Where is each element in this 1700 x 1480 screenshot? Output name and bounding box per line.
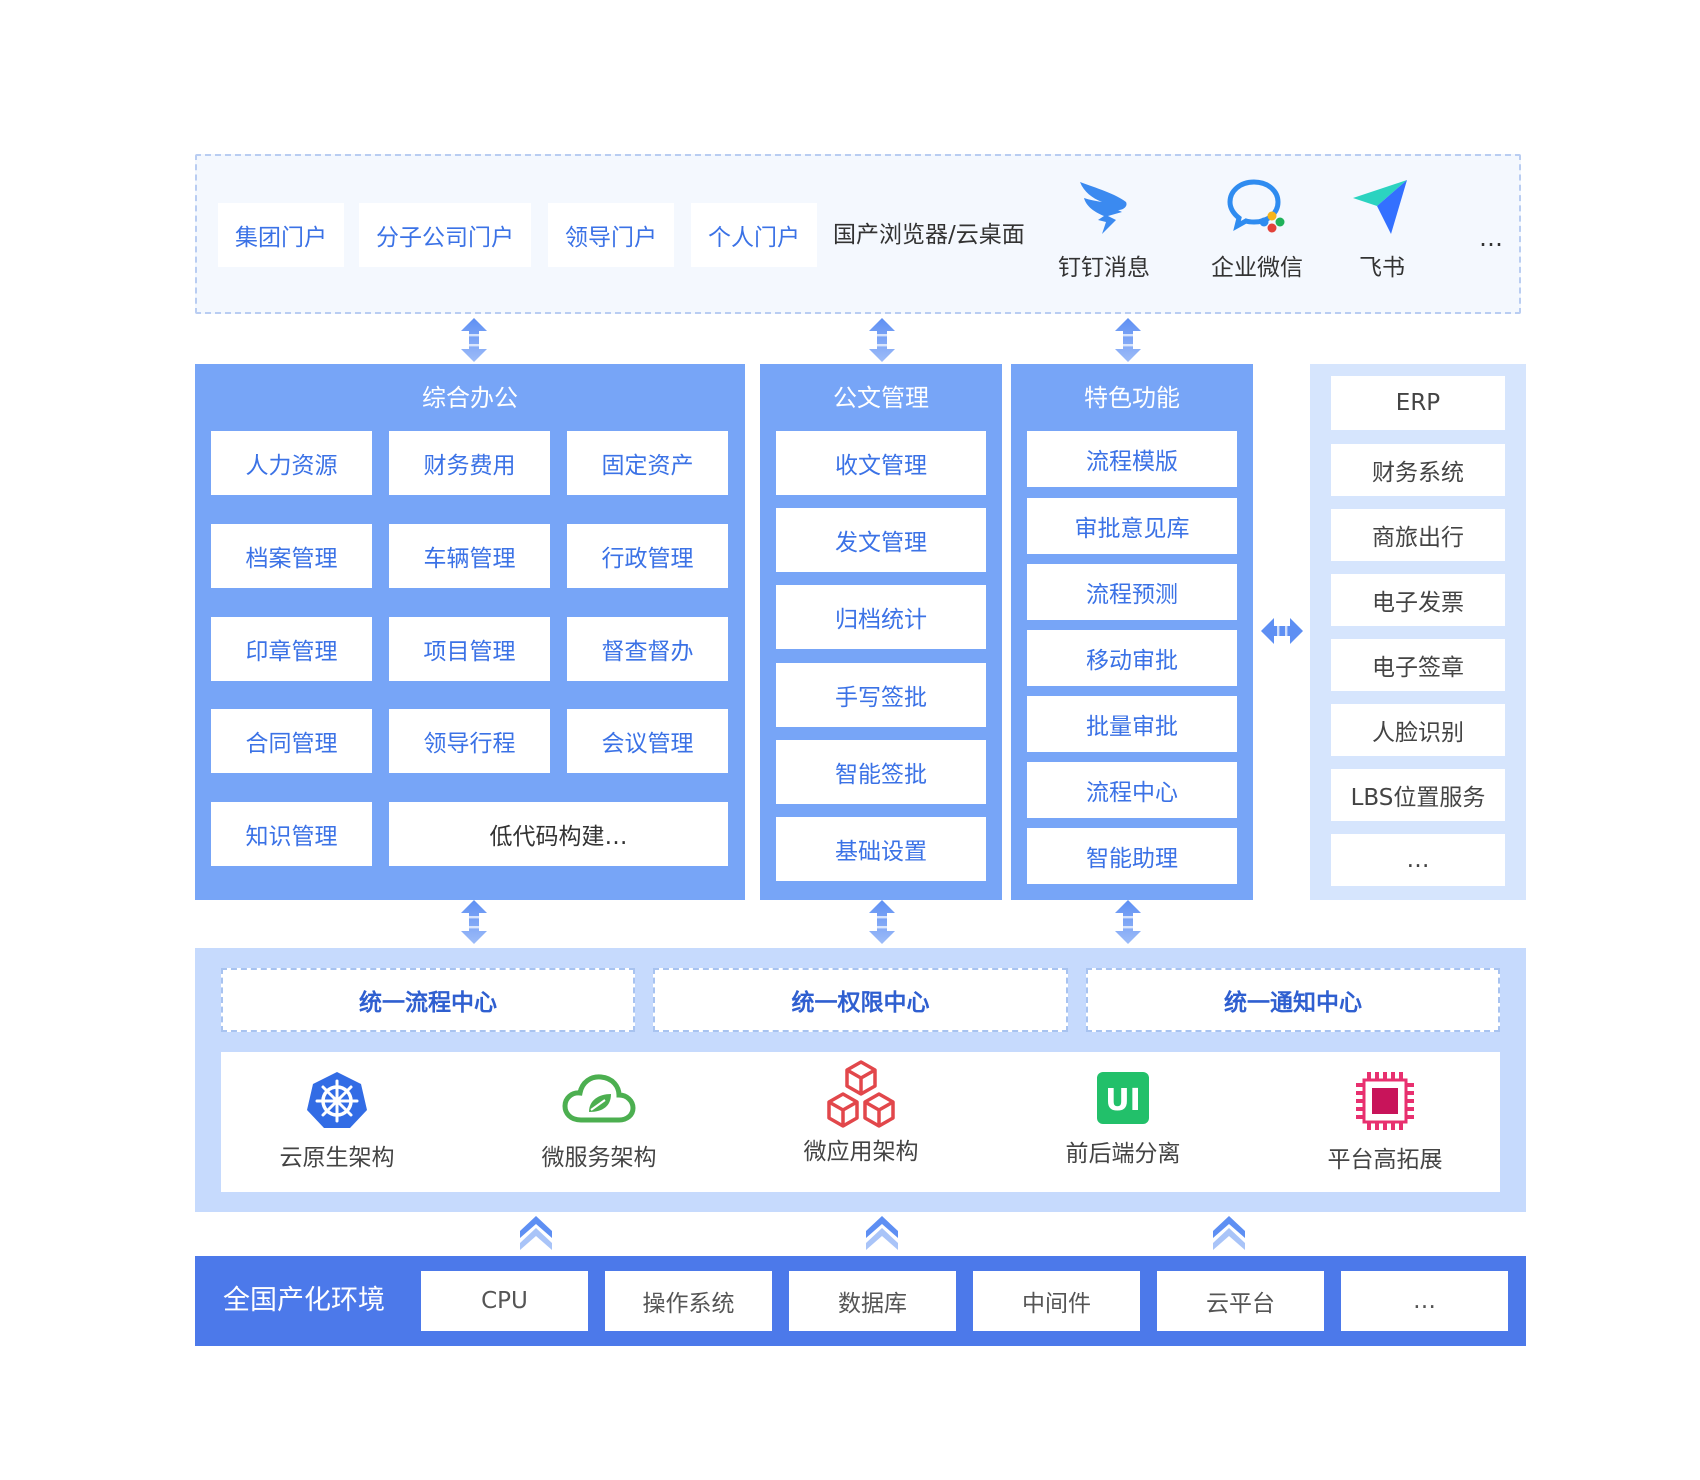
feishu-icon <box>1353 180 1407 234</box>
cubes-icon <box>827 1060 895 1128</box>
environment-bar: 全国产化环境 CPU 操作系统 数据库 中间件 云平台 … <box>195 1256 1526 1346</box>
arch-frontend-backend: UI 前后端分离 <box>1023 1070 1223 1168</box>
horizontal-double-arrow-icon <box>1261 618 1303 644</box>
arch-label: 前后端分离 <box>1065 1141 1181 1167</box>
office-item[interactable]: 车辆管理 <box>389 524 550 588</box>
office-item[interactable]: 会议管理 <box>567 709 728 773</box>
wecom-icon <box>1227 179 1285 233</box>
office-item[interactable]: 档案管理 <box>211 524 372 588</box>
arch-microfrontend: 微应用架构 <box>761 1058 961 1166</box>
features-item[interactable]: 流程模版 <box>1027 431 1237 487</box>
office-item[interactable]: 合同管理 <box>211 709 372 773</box>
up-chevron-icon <box>1213 1216 1245 1250</box>
portal-subsidiary[interactable]: 分子公司门户 <box>359 203 531 267</box>
features-item[interactable]: 流程中心 <box>1027 762 1237 818</box>
docs-item[interactable]: 基础设置 <box>776 817 986 881</box>
architecture-strip: 云原生架构 微服务架构 微应用架构 <box>221 1052 1500 1192</box>
arch-extensible: 平台高拓展 <box>1285 1070 1485 1174</box>
office-item[interactable]: 印章管理 <box>211 617 372 681</box>
arch-label: 云原生架构 <box>279 1145 395 1171</box>
app-wecom[interactable]: 企业微信 <box>1187 176 1327 282</box>
integration-item[interactable]: LBS位置服务 <box>1331 769 1505 821</box>
double-arrow-icon <box>460 318 488 362</box>
features-item[interactable]: 流程预测 <box>1027 564 1237 620</box>
features-panel: 特色功能 流程模版 审批意见库 流程预测 移动审批 批量审批 流程中心 智能助理 <box>1011 364 1253 900</box>
double-arrow-icon <box>1114 900 1142 944</box>
app-label: 企业微信 <box>1211 255 1303 281</box>
docs-item[interactable]: 发文管理 <box>776 508 986 572</box>
arch-cloud-native: 云原生架构 <box>237 1070 437 1172</box>
office-panel: 综合办公 人力资源 财务费用 固定资产 档案管理 车辆管理 行政管理 印章管理 … <box>195 364 745 900</box>
office-item[interactable]: 财务费用 <box>389 431 550 495</box>
double-arrow-icon <box>1114 318 1142 362</box>
features-item[interactable]: 审批意见库 <box>1027 498 1237 554</box>
docs-panel: 公文管理 收文管理 发文管理 归档统计 手写签批 智能签批 基础设置 <box>760 364 1002 900</box>
chip-icon <box>1356 1072 1414 1130</box>
office-item[interactable]: 知识管理 <box>211 802 372 866</box>
features-item[interactable]: 移动审批 <box>1027 630 1237 686</box>
cloud-leaf-icon <box>562 1074 636 1123</box>
up-chevron-icon <box>520 1216 552 1250</box>
env-item[interactable]: 操作系统 <box>605 1271 772 1331</box>
integration-item[interactable]: 电子发票 <box>1331 574 1505 626</box>
features-title: 特色功能 <box>1084 384 1180 412</box>
platform-section: 统一流程中心 统一权限中心 统一通知中心 云原生架构 <box>195 948 1526 1212</box>
portal-browser-label: 国产浏览器/云桌面 <box>833 222 1025 248</box>
arch-microservice: 微服务架构 <box>499 1070 699 1172</box>
portal-leader[interactable]: 领导门户 <box>548 203 674 267</box>
env-item[interactable]: 数据库 <box>789 1271 956 1331</box>
portal-more[interactable]: … <box>1479 224 1503 252</box>
docs-item[interactable]: 归档统计 <box>776 585 986 649</box>
features-item[interactable]: 批量审批 <box>1027 696 1237 752</box>
features-item[interactable]: 智能助理 <box>1027 828 1237 884</box>
office-item[interactable]: 行政管理 <box>567 524 728 588</box>
double-arrow-icon <box>868 318 896 362</box>
dingtalk-icon <box>1080 182 1127 234</box>
portal-personal[interactable]: 个人门户 <box>691 203 817 267</box>
portal-row: 集团门户 分子公司门户 领导门户 个人门户 国产浏览器/云桌面 钉钉消息 企业微… <box>195 154 1521 314</box>
ui-icon: UI <box>1097 1072 1149 1124</box>
arch-label: 平台高拓展 <box>1327 1147 1443 1173</box>
kubernetes-icon <box>307 1072 367 1128</box>
app-label: 飞书 <box>1359 255 1405 281</box>
office-item[interactable]: 固定资产 <box>567 431 728 495</box>
arch-label: 微应用架构 <box>803 1139 919 1165</box>
up-chevron-icon <box>866 1216 898 1250</box>
app-label: 钉钉消息 <box>1058 255 1150 281</box>
integration-item[interactable]: 商旅出行 <box>1331 509 1505 561</box>
double-arrow-icon <box>460 900 488 944</box>
env-item[interactable]: CPU <box>421 1271 588 1331</box>
office-item[interactable]: 项目管理 <box>389 617 550 681</box>
integration-more[interactable]: … <box>1331 834 1505 886</box>
app-dingtalk[interactable]: 钉钉消息 <box>1034 176 1174 282</box>
double-arrow-icon <box>868 900 896 944</box>
unified-permission-center[interactable]: 统一权限中心 <box>653 968 1068 1032</box>
office-item[interactable]: 领导行程 <box>389 709 550 773</box>
env-item[interactable]: 中间件 <box>973 1271 1140 1331</box>
environment-title: 全国产化环境 <box>223 1285 385 1316</box>
lowcode-item[interactable]: 低代码构建… <box>389 802 728 866</box>
docs-item[interactable]: 手写签批 <box>776 663 986 727</box>
office-item[interactable]: 人力资源 <box>211 431 372 495</box>
integration-item[interactable]: 人脸识别 <box>1331 704 1505 756</box>
env-item[interactable]: 云平台 <box>1157 1271 1324 1331</box>
integration-item[interactable]: 财务系统 <box>1331 444 1505 496</box>
integrations-panel: ERP 财务系统 商旅出行 电子发票 电子签章 人脸识别 LBS位置服务 … <box>1310 364 1526 900</box>
arch-label: 微服务架构 <box>541 1145 657 1171</box>
office-item[interactable]: 督查督办 <box>567 617 728 681</box>
portal-group[interactable]: 集团门户 <box>218 203 344 267</box>
app-feishu[interactable]: 飞书 <box>1312 176 1452 282</box>
integration-item[interactable]: ERP <box>1331 376 1505 430</box>
docs-title: 公文管理 <box>833 384 929 412</box>
unified-process-center[interactable]: 统一流程中心 <box>221 968 635 1032</box>
env-more[interactable]: … <box>1341 1271 1508 1331</box>
ui-badge-text: UI <box>1105 1083 1141 1118</box>
docs-item[interactable]: 收文管理 <box>776 431 986 495</box>
integration-item[interactable]: 电子签章 <box>1331 639 1505 691</box>
office-title: 综合办公 <box>422 384 518 412</box>
unified-notification-center[interactable]: 统一通知中心 <box>1086 968 1500 1032</box>
docs-item[interactable]: 智能签批 <box>776 740 986 804</box>
